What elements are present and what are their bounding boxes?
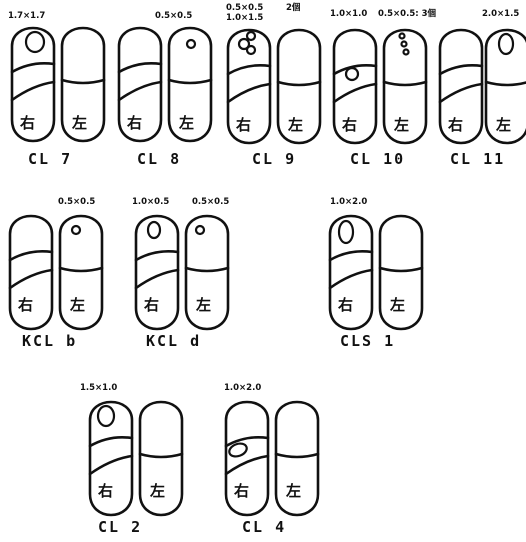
left-kidney-label: 左 bbox=[178, 114, 194, 132]
right-kidney: 右 bbox=[334, 30, 376, 143]
left-kidney: 左 bbox=[384, 30, 426, 143]
annotation-size: 1.0×1.5 bbox=[226, 13, 263, 23]
panel-cl9: 0.5×0.5 2個 1.0×1.5 右 左 CL 9 bbox=[226, 2, 320, 168]
lesion-mark bbox=[26, 32, 44, 52]
annotation-size: 0.5×0.5 bbox=[192, 197, 229, 207]
left-kidney: 左 bbox=[278, 30, 320, 143]
panel-cl10: 1.0×1.0 0.5×0.5: 3個 右 左 CL 10 bbox=[330, 8, 437, 168]
lesion-mark bbox=[98, 406, 114, 426]
annotation-size: 1.0×1.0 bbox=[330, 9, 367, 19]
annotation-size: 1.5×1.0 bbox=[80, 383, 117, 393]
panel-caption: KCL d bbox=[146, 332, 201, 350]
annotation-size: 1.0×2.0 bbox=[224, 383, 261, 393]
left-kidney-label: 左 bbox=[195, 296, 211, 314]
left-kidney: 左 bbox=[140, 402, 182, 515]
left-kidney-label: 左 bbox=[149, 482, 165, 500]
right-kidney-label: 右 bbox=[18, 296, 33, 314]
left-kidney: 左 bbox=[486, 30, 526, 143]
annotation-size: 2.0×1.5 bbox=[482, 9, 519, 19]
left-kidney-label: 左 bbox=[393, 116, 409, 134]
right-kidney: 右 bbox=[12, 28, 54, 141]
panel-caption: CL 7 bbox=[28, 150, 72, 168]
right-kidney-label: 右 bbox=[98, 482, 113, 500]
lesion-mark bbox=[402, 42, 407, 47]
left-kidney: 左 bbox=[62, 28, 104, 141]
panel-cl11: 2.0×1.5 右 左 CL 11 bbox=[440, 9, 526, 168]
right-kidney: 右 bbox=[440, 30, 482, 143]
left-kidney-label: 左 bbox=[495, 116, 511, 134]
panel-cl2: 1.5×1.0 右 左 CL 2 bbox=[80, 383, 182, 536]
annotation-size: 1.0×0.5 bbox=[132, 197, 169, 207]
left-kidney: 左 bbox=[169, 28, 211, 141]
panel-caption: CL 10 bbox=[350, 150, 405, 168]
right-kidney: 右 bbox=[119, 28, 161, 141]
left-kidney-label: 左 bbox=[69, 296, 85, 314]
right-kidney: 右 bbox=[10, 216, 52, 329]
panel-cls1: 1.0×2.0 右 左 CLS 1 bbox=[330, 197, 422, 350]
left-kidney: 左 bbox=[186, 216, 228, 329]
lesion-mark bbox=[339, 221, 353, 243]
right-kidney-label: 右 bbox=[20, 114, 35, 132]
right-kidney-label: 右 bbox=[448, 116, 463, 134]
left-kidney: 左 bbox=[276, 402, 318, 515]
annotation-size: 0.5×0.5 bbox=[155, 11, 192, 21]
panel-kclb: 0.5×0.5 右 左 KCL b bbox=[10, 197, 102, 350]
annotation-size: 0.5×0.5 bbox=[226, 3, 263, 13]
annotation-size: 0.5×0.5 bbox=[58, 197, 95, 207]
panel-cl7: 1.7×1.7 右 左 CL 7 bbox=[8, 11, 104, 168]
annotation-size: 1.0×2.0 bbox=[330, 197, 367, 207]
lesion-mark bbox=[499, 34, 513, 54]
panel-caption: CL 11 bbox=[450, 150, 505, 168]
panel-caption: CL 4 bbox=[242, 518, 286, 536]
lesion-mark bbox=[72, 226, 80, 234]
panel-caption: CL 9 bbox=[252, 150, 296, 168]
right-kidney-label: 右 bbox=[234, 482, 249, 500]
right-kidney: 右 bbox=[226, 402, 268, 515]
lesion-mark bbox=[247, 32, 255, 40]
lesion-mark bbox=[404, 50, 409, 55]
left-kidney-label: 左 bbox=[71, 114, 87, 132]
annotation-count: 0.5×0.5: 3個 bbox=[378, 8, 437, 19]
panel-caption: CL 8 bbox=[137, 150, 181, 168]
right-kidney: 右 bbox=[228, 30, 270, 143]
lesion-mark bbox=[247, 46, 255, 54]
left-kidney-label: 左 bbox=[285, 482, 301, 500]
panel-cl8: 0.5×0.5 右 左 CL 8 bbox=[119, 11, 211, 168]
annotation-size: 1.7×1.7 bbox=[8, 11, 45, 21]
right-kidney-label: 右 bbox=[236, 116, 251, 134]
right-kidney-label: 右 bbox=[342, 116, 357, 134]
lesion-mark bbox=[148, 222, 160, 238]
lesion-mark bbox=[196, 226, 204, 234]
right-kidney: 右 bbox=[330, 216, 372, 329]
annotation-count: 2個 bbox=[286, 2, 301, 13]
left-kidney: 左 bbox=[380, 216, 422, 329]
lesion-mark bbox=[346, 68, 358, 80]
right-kidney-label: 右 bbox=[338, 296, 353, 314]
right-kidney-label: 右 bbox=[144, 296, 159, 314]
lesion-mark bbox=[187, 40, 195, 48]
panel-caption: CL 2 bbox=[98, 518, 142, 536]
right-kidney-label: 右 bbox=[127, 114, 142, 132]
left-kidney: 左 bbox=[60, 216, 102, 329]
panel-kcld: 1.0×0.5 0.5×0.5 右 左 KCL d bbox=[132, 197, 229, 350]
lesion-mark bbox=[400, 34, 405, 39]
right-kidney: 右 bbox=[136, 216, 178, 329]
left-kidney-label: 左 bbox=[287, 116, 303, 134]
panel-caption: CLS 1 bbox=[340, 332, 395, 350]
panel-caption: KCL b bbox=[22, 332, 77, 350]
panel-cl4: 1.0×2.0 右 左 CL 4 bbox=[224, 383, 318, 536]
right-kidney: 右 bbox=[90, 402, 132, 515]
left-kidney-label: 左 bbox=[389, 296, 405, 314]
